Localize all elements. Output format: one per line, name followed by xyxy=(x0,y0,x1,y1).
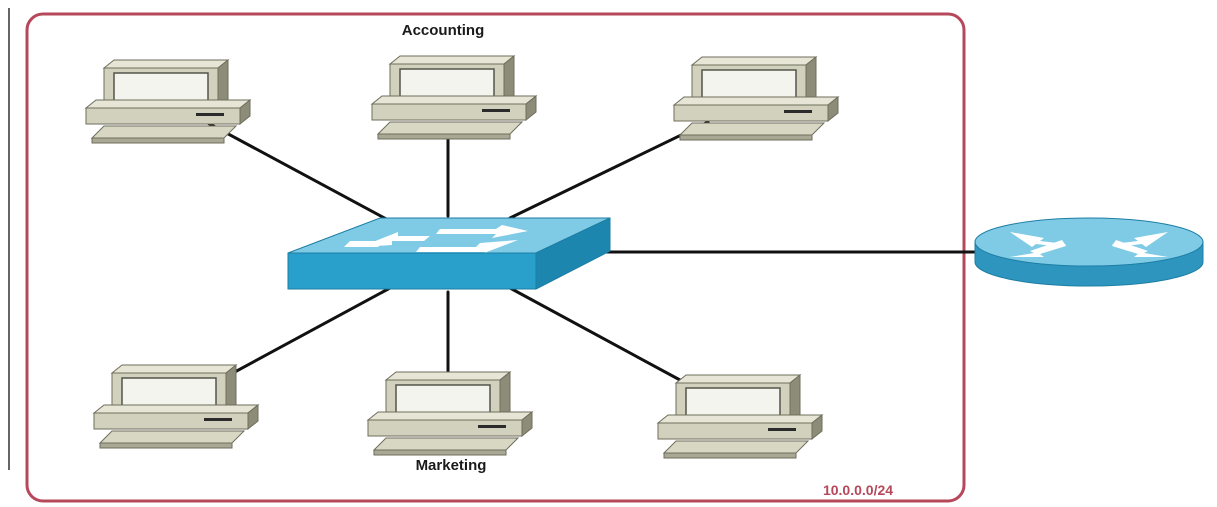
link-marketing-1 xyxy=(218,286,392,382)
switch[interactable] xyxy=(287,217,611,290)
pc-accounting-1[interactable] xyxy=(85,59,251,144)
subnet-label: 10.0.0.0/24 xyxy=(823,482,893,498)
link-accounting-1 xyxy=(204,120,392,223)
marketing-label: Marketing xyxy=(416,457,487,474)
pc-accounting-2[interactable] xyxy=(371,55,537,140)
pc-accounting-3[interactable] xyxy=(673,56,839,141)
router[interactable] xyxy=(974,217,1204,287)
subnet-boundary xyxy=(25,12,966,503)
router-arrows-icon xyxy=(1010,232,1168,257)
accounting-label: Accounting xyxy=(402,22,485,39)
link-marketing-3 xyxy=(508,286,682,382)
pc-marketing-2[interactable] xyxy=(367,371,533,456)
pc-marketing-3[interactable] xyxy=(657,374,823,459)
switch-arrows-icon xyxy=(344,225,528,253)
link-accounting-3 xyxy=(508,120,710,220)
links xyxy=(204,120,977,382)
pc-marketing-1[interactable] xyxy=(93,364,259,449)
